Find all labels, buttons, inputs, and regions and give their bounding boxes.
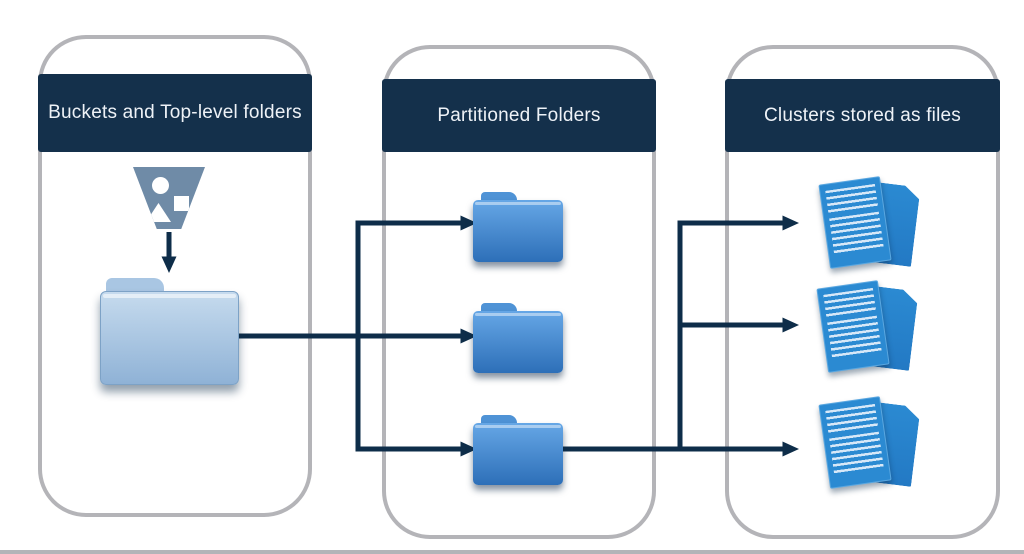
panel-title-buckets: Buckets and Top-level folders <box>48 102 302 123</box>
arrow-partition-to-cluster-1 <box>677 215 799 449</box>
panel-header-buckets: Buckets and Top-level folders <box>38 74 312 152</box>
arrow-folder-to-partition-1 <box>355 215 477 336</box>
panel-header-clusters: Clusters stored as files <box>725 79 1000 152</box>
panel-partitioned-folders <box>382 45 656 539</box>
panel-title-partitioned: Partitioned Folders <box>437 104 601 126</box>
panel-title-clusters: Clusters stored as files <box>764 104 961 126</box>
bottom-border-strip <box>0 550 1024 554</box>
panel-header-partitioned: Partitioned Folders <box>382 79 656 152</box>
panel-clusters <box>725 45 1000 539</box>
panel-buckets <box>38 35 312 517</box>
arrow-folder-to-partition-3 <box>355 336 477 457</box>
